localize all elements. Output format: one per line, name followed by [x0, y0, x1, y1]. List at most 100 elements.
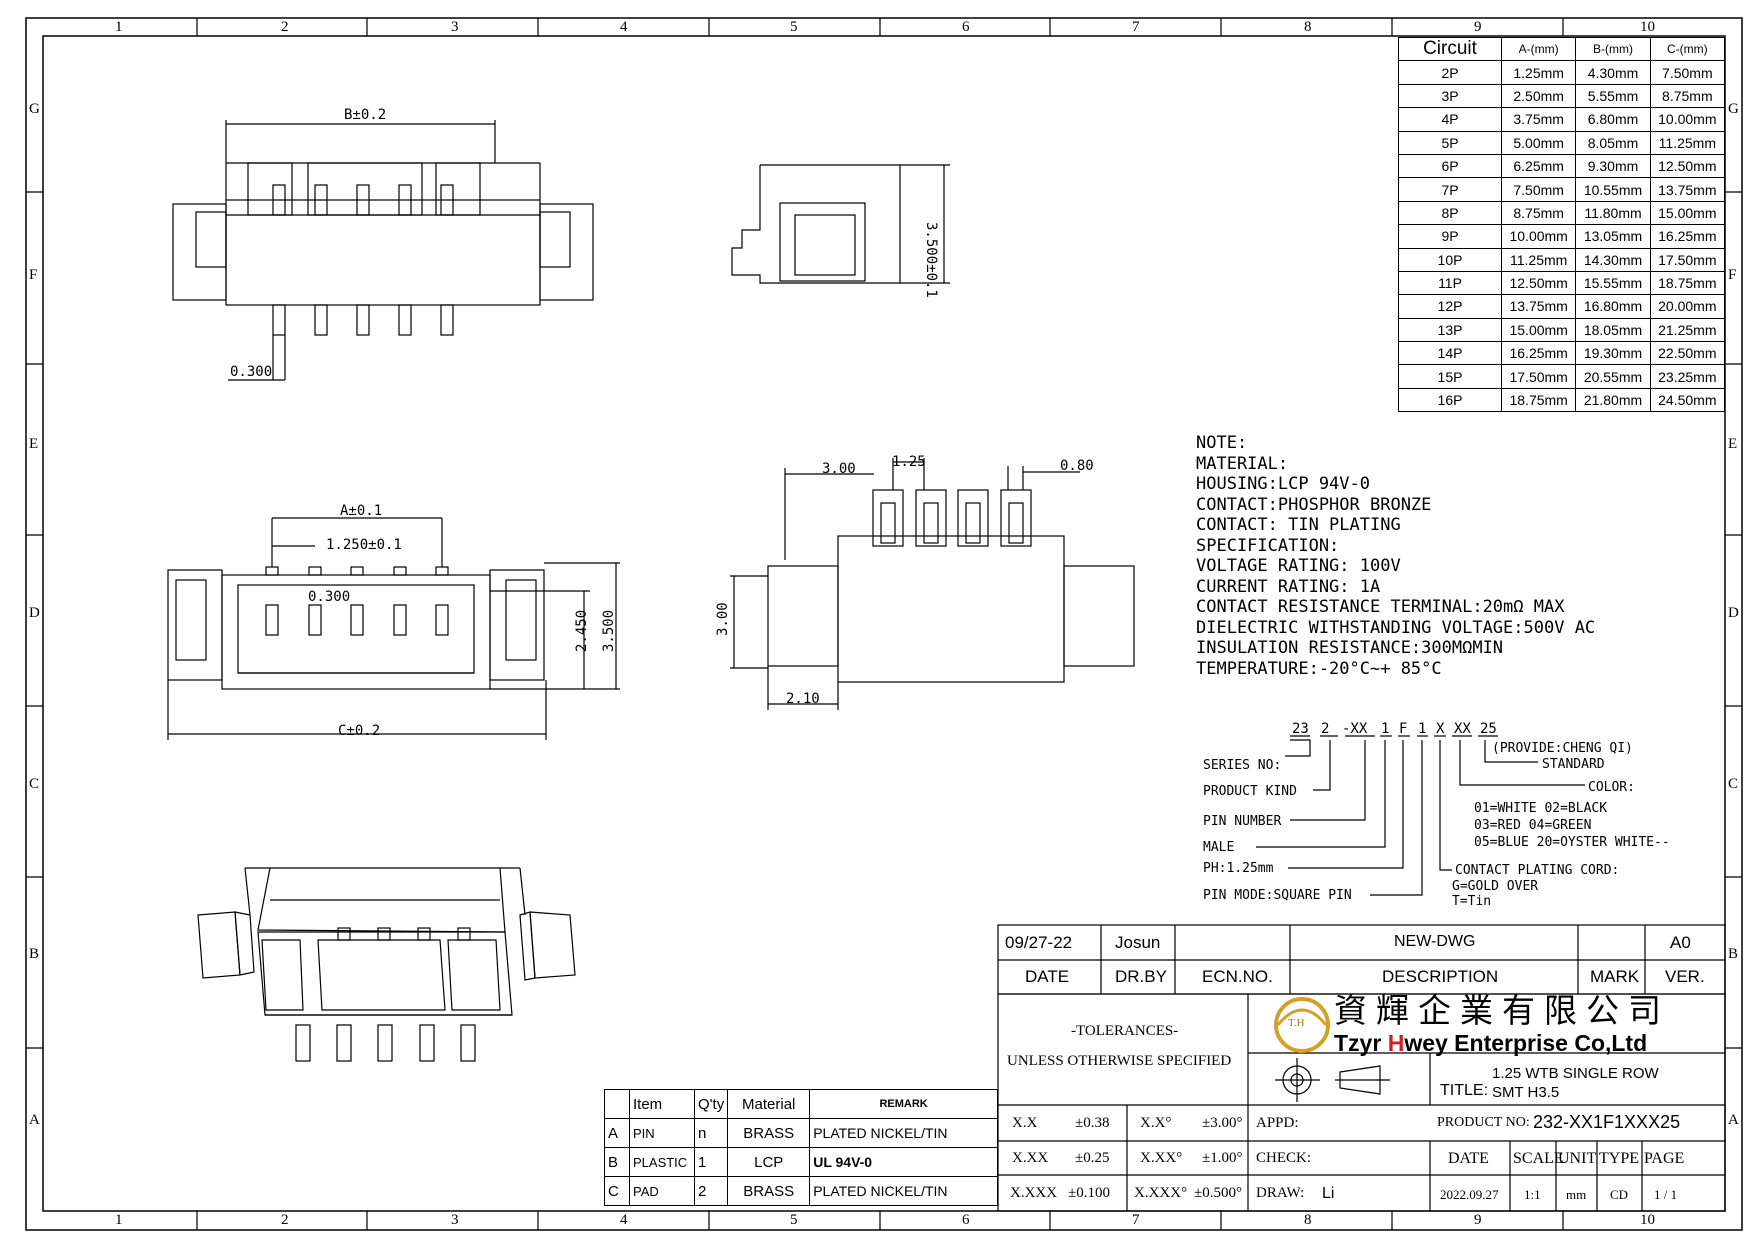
tol-cell: X.XXX° — [1134, 1185, 1188, 1201]
col-label: 5 — [790, 19, 798, 35]
cell: 21.25mm — [1649, 317, 1726, 343]
dim-a: A±0.1 — [340, 503, 383, 519]
tolerances-title: -TOLERANCES- — [1071, 1023, 1179, 1039]
dim-b: B±0.2 — [344, 107, 387, 123]
side-view — [731, 164, 950, 284]
code-plating-t: T=Tin — [1452, 894, 1492, 909]
tol-cell: X.X° — [1140, 1115, 1172, 1131]
cell: 5.00mm — [1500, 130, 1577, 155]
cell: 17.50mm — [1649, 247, 1726, 272]
cell: n — [693, 1118, 729, 1148]
cell: 7P — [1398, 177, 1502, 202]
code-color-3: 05=BLUE 20=OYSTER WHITE-- — [1474, 835, 1670, 850]
col-label: 8 — [1304, 1212, 1312, 1228]
title-line-2: SMT H3.5 — [1492, 1084, 1560, 1101]
cell: 14.30mm — [1575, 247, 1651, 272]
tol-cell: X.X — [1012, 1115, 1038, 1131]
dim-2450: 2.450 — [574, 609, 590, 652]
table-row: Circuit A-(mm) B-(mm) C-(mm) — [1398, 36, 1726, 62]
row-label: B — [29, 946, 40, 962]
cell: 1 — [693, 1147, 729, 1177]
code-seg: F — [1399, 721, 1408, 737]
code-ph: PH:1.25mm — [1203, 861, 1274, 876]
cell: 8.05mm — [1575, 130, 1651, 155]
dim-210: 2.10 — [786, 691, 820, 707]
cell: PLATED NICKEL/TIN — [809, 1176, 998, 1206]
table-header: B-(mm) — [1575, 36, 1651, 62]
draw-value: Li — [1322, 1185, 1335, 1202]
cell: 13.75mm — [1500, 294, 1577, 319]
cell: 12.50mm — [1649, 153, 1726, 179]
col-label: 2 — [281, 1212, 289, 1228]
row-label: C — [1728, 776, 1739, 792]
table-header: Q'ty — [693, 1089, 729, 1119]
code-plating-g: G=GOLD OVER — [1452, 879, 1539, 894]
code-plating: CONTACT PLATING CORD: — [1455, 863, 1620, 878]
tb-h-scale: SCALE — [1513, 1150, 1564, 1167]
dim-c: C±0.2 — [338, 723, 381, 739]
note-line: DIELECTRIC WITHSTANDING VOLTAGE:500V AC — [1196, 617, 1596, 638]
code-seg: X — [1436, 721, 1445, 737]
col-label: 6 — [962, 19, 970, 35]
iso-view — [197, 867, 576, 1062]
cell: 12P — [1398, 294, 1502, 319]
table-header: Circuit — [1398, 36, 1502, 62]
row-label: A — [1728, 1112, 1739, 1128]
cell: 16P — [1398, 387, 1502, 413]
row-label: F — [1728, 267, 1737, 283]
note-line: CONTACT RESISTANCE TERMINAL:20mΩ MAX — [1196, 597, 1565, 617]
dim-3500: 3.500 — [601, 609, 617, 652]
cell: 5.55mm — [1575, 83, 1651, 109]
table-header: REMARK — [809, 1089, 998, 1119]
cell: PLATED NICKEL/TIN — [809, 1118, 998, 1148]
note-line: SPECIFICATION: — [1196, 535, 1340, 556]
check-label: CHECK: — [1256, 1150, 1312, 1166]
logo-text: T.H — [1288, 1017, 1305, 1029]
table-header: C-(mm) — [1649, 36, 1726, 62]
cell: 15.00mm — [1500, 317, 1577, 343]
tol-cell: ±1.00° — [1202, 1150, 1243, 1166]
col-label: 1 — [115, 1212, 123, 1228]
tb-v-date: 2022.09.27 — [1440, 1187, 1499, 1202]
col-label: 4 — [620, 19, 628, 35]
tb-v-page: 1 / 1 — [1654, 1187, 1678, 1202]
front-view — [167, 517, 620, 740]
cell: 11.80mm — [1575, 200, 1651, 226]
rev-by: Josun — [1115, 933, 1161, 952]
table-header — [604, 1089, 630, 1119]
company-logo-icon — [1274, 997, 1330, 1053]
cell: 3P — [1398, 83, 1502, 109]
cell: A — [604, 1118, 630, 1148]
note-line: TEMPERATURE:-20°C~+ 85°C — [1196, 658, 1442, 679]
tb-h-unit: UNIT — [1558, 1150, 1597, 1167]
note-line: HOUSING:LCP 94V-0 — [1196, 474, 1370, 494]
dim-side-height: 3.500±0.1 — [923, 222, 939, 298]
tol-cell: ±0.25 — [1075, 1150, 1110, 1166]
cell: 8.75mm — [1649, 83, 1726, 109]
cell: 14P — [1398, 341, 1502, 366]
code-color-2: 03=RED 04=GREEN — [1474, 818, 1592, 833]
rev-description: NEW-DWG — [1394, 933, 1476, 950]
cell: PAD — [629, 1176, 695, 1206]
cell: BRASS — [727, 1118, 811, 1148]
company-name-part: Tzyr — [1334, 1030, 1388, 1056]
rev-h-by: DR.BY — [1115, 967, 1167, 986]
code-seg: XX — [1454, 721, 1471, 737]
cell: 18.05mm — [1575, 317, 1651, 343]
cell: 9P — [1398, 224, 1502, 249]
cell: 6.25mm — [1500, 153, 1577, 179]
col-label: 5 — [790, 1212, 798, 1228]
code-seg: -XX — [1342, 721, 1368, 737]
col-label: 7 — [1132, 19, 1140, 35]
cell: 7.50mm — [1649, 60, 1726, 85]
product-label: PRODUCT NO: — [1437, 1115, 1530, 1130]
cell: 22.50mm — [1649, 341, 1726, 366]
